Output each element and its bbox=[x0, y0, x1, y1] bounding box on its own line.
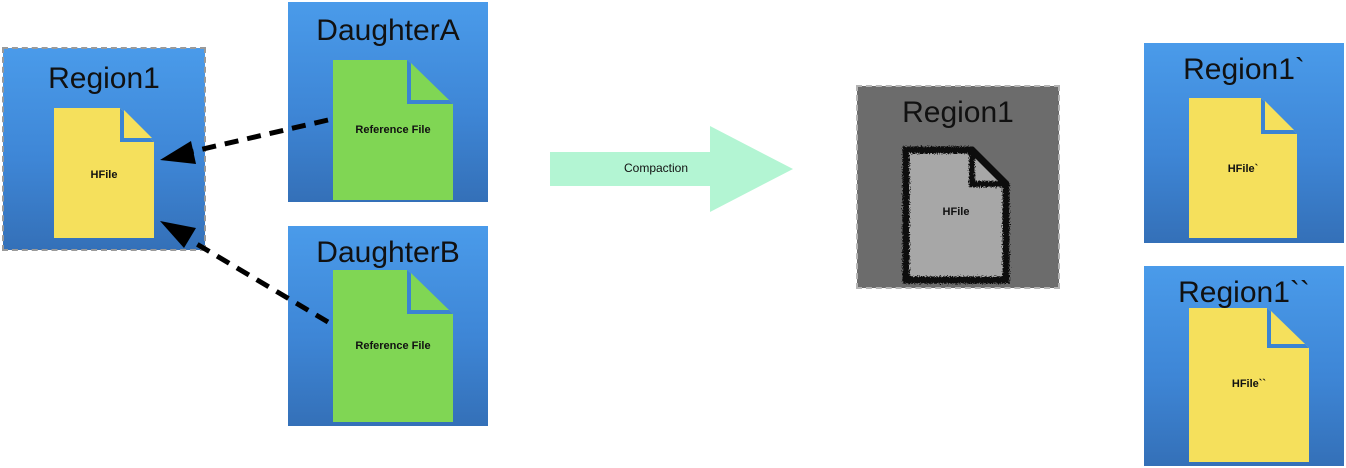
compaction-arrow bbox=[550, 126, 793, 212]
region1-compacted-title: Region1 bbox=[902, 96, 1014, 129]
hfile-double-prime-document: HFile`` bbox=[1189, 308, 1309, 462]
reference-file-document-b: Reference File bbox=[333, 270, 453, 422]
daughter-a-title: DaughterA bbox=[316, 14, 460, 47]
region1-double-prime-title: Region1`` bbox=[1178, 276, 1310, 309]
region1-compacted-box: Region1 HFile bbox=[856, 85, 1060, 289]
region1-prime-box: Region1` HFile` bbox=[1144, 43, 1344, 243]
document-icon bbox=[1189, 308, 1309, 462]
hfile-label: HFile bbox=[90, 169, 118, 181]
hfile-prime-label: HFile` bbox=[1227, 163, 1259, 175]
region1-box: Region1 HFile bbox=[2, 47, 206, 251]
region1-prime-title: Region1` bbox=[1183, 53, 1305, 86]
daughter-b-box: DaughterB Reference File bbox=[288, 226, 488, 426]
reference-arrow-a-head bbox=[160, 141, 196, 164]
reference-arrow-a-line bbox=[189, 117, 329, 155]
document-icon bbox=[333, 270, 453, 422]
document-icon bbox=[1189, 98, 1297, 238]
hfile-prime-document: HFile` bbox=[1189, 98, 1297, 238]
reference-file-label-b: Reference File bbox=[355, 340, 431, 352]
document-icon bbox=[902, 146, 1010, 284]
document-icon bbox=[333, 60, 453, 200]
reference-file-document-a: Reference File bbox=[333, 60, 453, 200]
reference-file-label-a: Reference File bbox=[355, 124, 431, 136]
hfile-compacted-document: HFile bbox=[902, 146, 1010, 284]
region1-double-prime-box: Region1`` HFile`` bbox=[1144, 266, 1344, 466]
hfile-double-prime-label: HFile`` bbox=[1231, 378, 1267, 390]
daughter-a-box: DaughterA Reference File bbox=[288, 2, 488, 202]
document-icon bbox=[54, 108, 154, 238]
reference-arrow-b-head bbox=[160, 221, 196, 248]
compaction-label: Compaction bbox=[624, 161, 689, 175]
hfile-compacted-label: HFile bbox=[942, 206, 970, 218]
hfile-document: HFile bbox=[54, 108, 154, 238]
reference-arrow-b-line bbox=[188, 237, 330, 325]
region1-title: Region1 bbox=[48, 62, 160, 95]
daughter-b-title: DaughterB bbox=[316, 236, 460, 269]
